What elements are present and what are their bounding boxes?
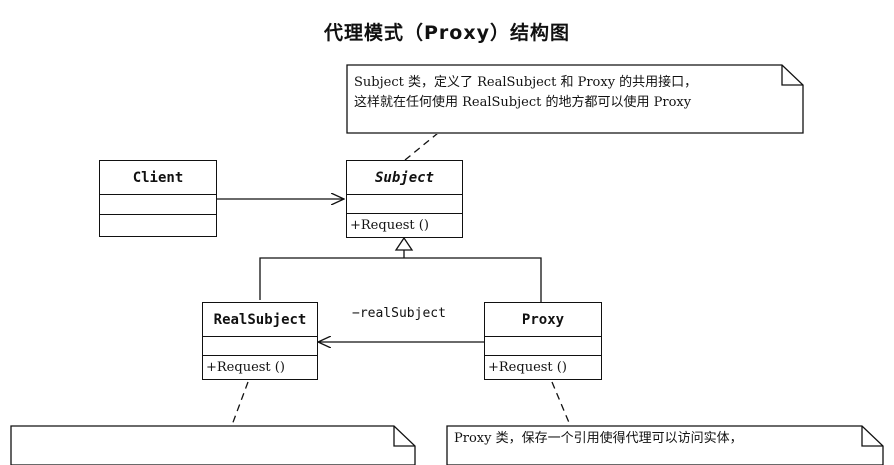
proxy-note: Proxy 类，保存一个引用使得代理可以访问实体， — [446, 425, 884, 465]
class-proxy-name: Proxy — [485, 303, 601, 337]
class-subject-attributes — [347, 195, 462, 214]
class-client[interactable]: Client — [99, 160, 217, 237]
class-subject[interactable]: Subject +Request () — [346, 160, 463, 238]
class-realsubject-operation: +Request () — [206, 359, 285, 375]
class-proxy-attributes — [485, 337, 601, 356]
subject-note: Subject 类，定义了 RealSubject 和 Proxy 的共用接口，… — [346, 64, 804, 134]
realsubject-note-connector — [231, 381, 249, 426]
note-frame — [10, 425, 416, 465]
subject-note-line-2: 这样就在任何使用 RealSubject 的地方都可以使用 Proxy — [354, 95, 692, 110]
association-label: −realSubject — [352, 306, 446, 321]
class-realsubject-attributes — [203, 337, 317, 356]
generalization-triangle — [394, 236, 414, 251]
class-client-name: Client — [100, 161, 216, 195]
proxy-note-connector — [551, 381, 571, 426]
class-realsubject-name: RealSubject — [203, 303, 317, 337]
note-frame — [346, 64, 804, 134]
class-proxy[interactable]: Proxy +Request () — [484, 302, 602, 380]
proxy-note-line-1: Proxy 类，保存一个引用使得代理可以访问实体， — [454, 431, 743, 446]
subject-note-connector — [404, 132, 439, 161]
class-client-attributes — [100, 195, 216, 215]
connectors — [216, 132, 571, 426]
realsubject-note — [10, 425, 416, 465]
class-subject-operation: +Request () — [350, 217, 429, 233]
diagram-title: 代理模式（Proxy）结构图 — [324, 22, 570, 44]
class-realsubject[interactable]: RealSubject +Request () — [202, 302, 318, 380]
class-subject-name: Subject — [347, 161, 462, 195]
generalization-lines — [259, 257, 542, 304]
class-proxy-operation: +Request () — [488, 359, 567, 375]
subject-note-line-1: Subject 类，定义了 RealSubject 和 Proxy 的共用接口， — [354, 75, 698, 90]
class-client-operations — [100, 215, 216, 235]
